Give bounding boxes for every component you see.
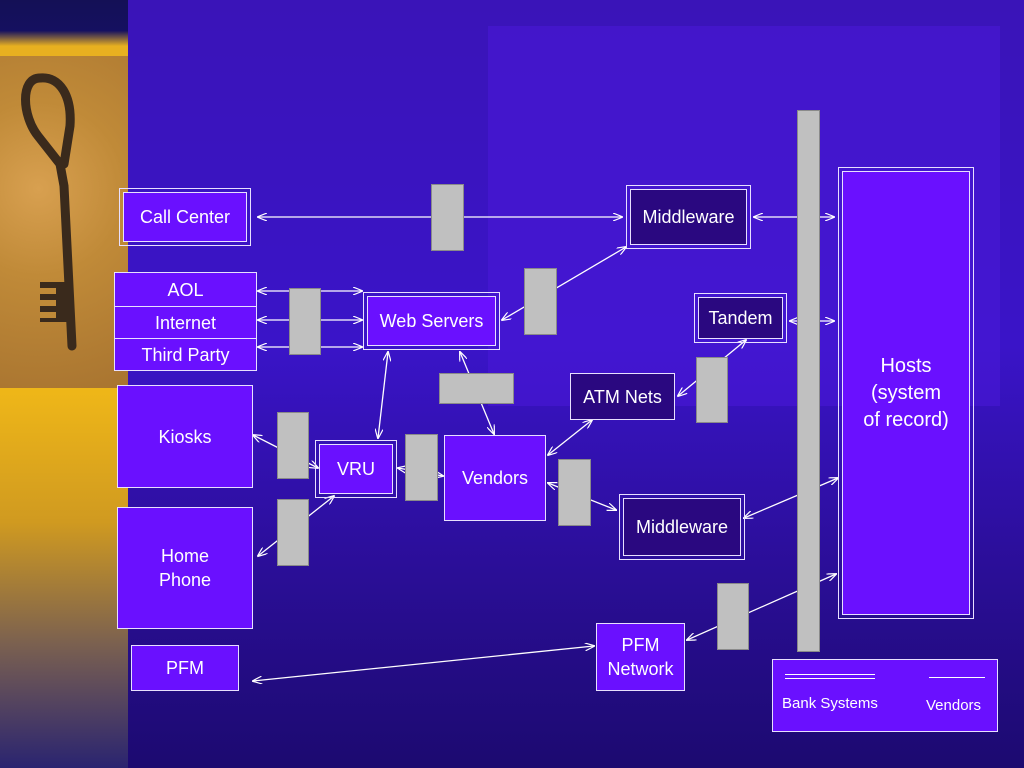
legend-vendors: Vendors [926,697,982,714]
node-pfm-network: PFM Network [596,623,685,691]
node-label: Home Phone [158,546,212,590]
node-label: AOL [167,279,204,300]
node-atm-nets: ATM Nets [570,373,675,420]
node-vru: VRU [315,440,397,498]
node-label: Call Center [139,207,231,227]
gateway-block [717,583,749,650]
gateway-block [405,434,438,501]
gateway-block [558,459,591,526]
gateway-block [277,412,309,479]
node-middleware-top: Middleware [626,185,751,249]
node-vendors: Vendors [444,435,546,521]
node-label: Web Servers [379,311,484,331]
node-internet: Internet [114,306,257,339]
node-web-servers: Web Servers [363,292,500,350]
legend-double-line-swatch [785,674,875,679]
node-label: Middleware [642,207,735,227]
node-label: Kiosks [158,426,212,447]
link-middleware-hosts-2 [744,478,838,518]
link-webservers-vru [378,352,388,438]
node-call-center: Call Center [119,188,251,246]
link-pfm-pfmnetwork [253,646,594,681]
node-label: Middleware [635,517,729,537]
node-label: VRU [336,459,375,479]
node-middleware-bottom: Middleware [619,494,745,560]
node-label: Tandem [708,308,773,328]
legend-single-line-swatch [929,677,985,678]
link-vendors-atm [548,420,592,455]
link-webservers-middleware [502,247,626,320]
node-pfm: PFM [131,645,239,691]
node-label: PFM [166,658,204,678]
gateway-block [277,499,309,566]
gateway-block [431,184,464,251]
legend: Bank Systems Vendors [772,659,998,732]
node-label: Internet [154,312,217,333]
node-label: Third Party [141,344,230,365]
gateway-block [289,288,321,355]
key-photo [0,56,128,388]
key-icon [21,73,77,351]
node-hosts: Hosts (system of record) [838,167,974,619]
node-label: ATM Nets [583,386,662,407]
gateway-block [524,268,557,335]
gateway-block [439,373,514,404]
node-label: Vendors [461,468,529,488]
node-kiosks: Kiosks [117,385,253,488]
legend-bank-systems: Bank Systems [782,695,878,712]
node-home-phone: Home Phone [117,507,253,629]
system-bus [797,110,820,652]
gateway-block [696,357,728,423]
node-tandem: Tandem [694,293,787,343]
node-label: Hosts (system of record) [863,354,949,431]
node-third-party: Third Party [114,338,257,371]
node-aol: AOL [114,272,257,307]
node-label: PFM Network [607,635,674,679]
